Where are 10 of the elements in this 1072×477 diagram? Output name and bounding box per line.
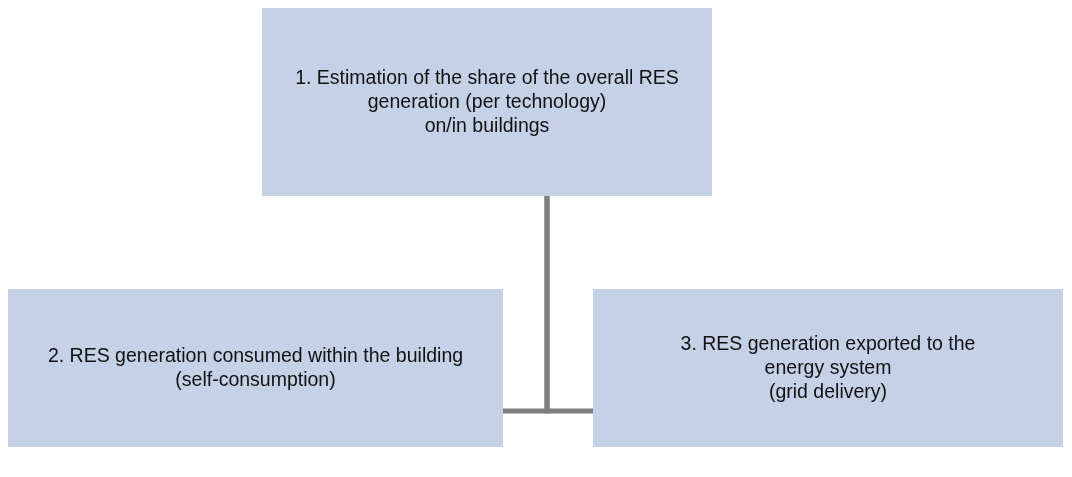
connector-line	[544, 196, 593, 414]
box-text: on/in buildings	[424, 113, 550, 138]
box-text: 2. RES generation consumed within the building	[47, 344, 464, 368]
process-box	[593, 289, 1063, 447]
box-text: 1. Estimation of the share of the overall RES generation (per technology)	[294, 66, 680, 114]
box-text: 3. RES generation exported to the energy system	[679, 332, 977, 380]
process-box	[8, 289, 503, 447]
box-text: (self-consumption)	[175, 368, 336, 392]
box-text: (grid delivery)	[768, 379, 888, 404]
process-box	[262, 8, 712, 196]
